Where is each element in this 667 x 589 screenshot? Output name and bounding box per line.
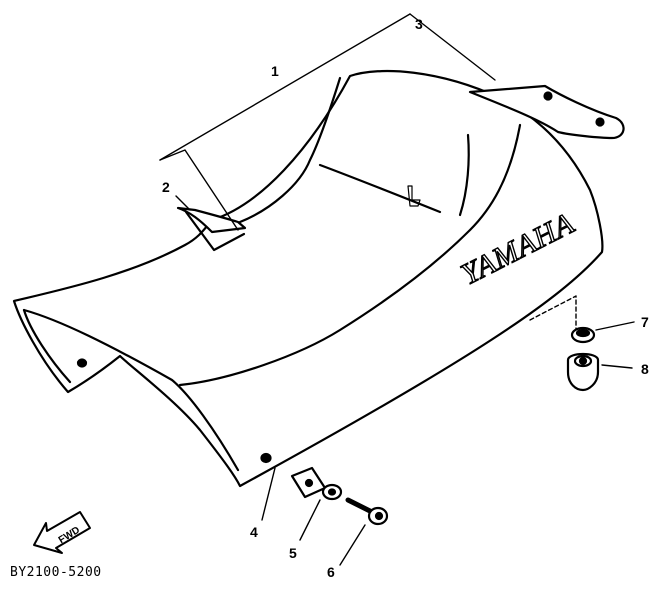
seat-assembly: [12, 69, 625, 488]
leader-lines: [159, 13, 635, 566]
part-label-5: 5: [289, 545, 297, 561]
part-label-6: 6: [327, 564, 335, 580]
part-label-4: 4: [250, 524, 258, 540]
part-label-8: 8: [641, 361, 649, 377]
cap-nut: [566, 352, 600, 392]
drawing-code: BY2100-5200: [10, 565, 102, 580]
part-label-1: 1: [271, 63, 279, 79]
bolt: [345, 497, 389, 526]
grommet: [570, 326, 596, 344]
washer: [321, 483, 343, 501]
part-label-2: 2: [162, 179, 170, 195]
forward-arrow-icon: [33, 511, 91, 554]
clip-nut: [290, 466, 327, 499]
part-label-3: 3: [415, 16, 423, 32]
part-label-7: 7: [641, 314, 649, 330]
